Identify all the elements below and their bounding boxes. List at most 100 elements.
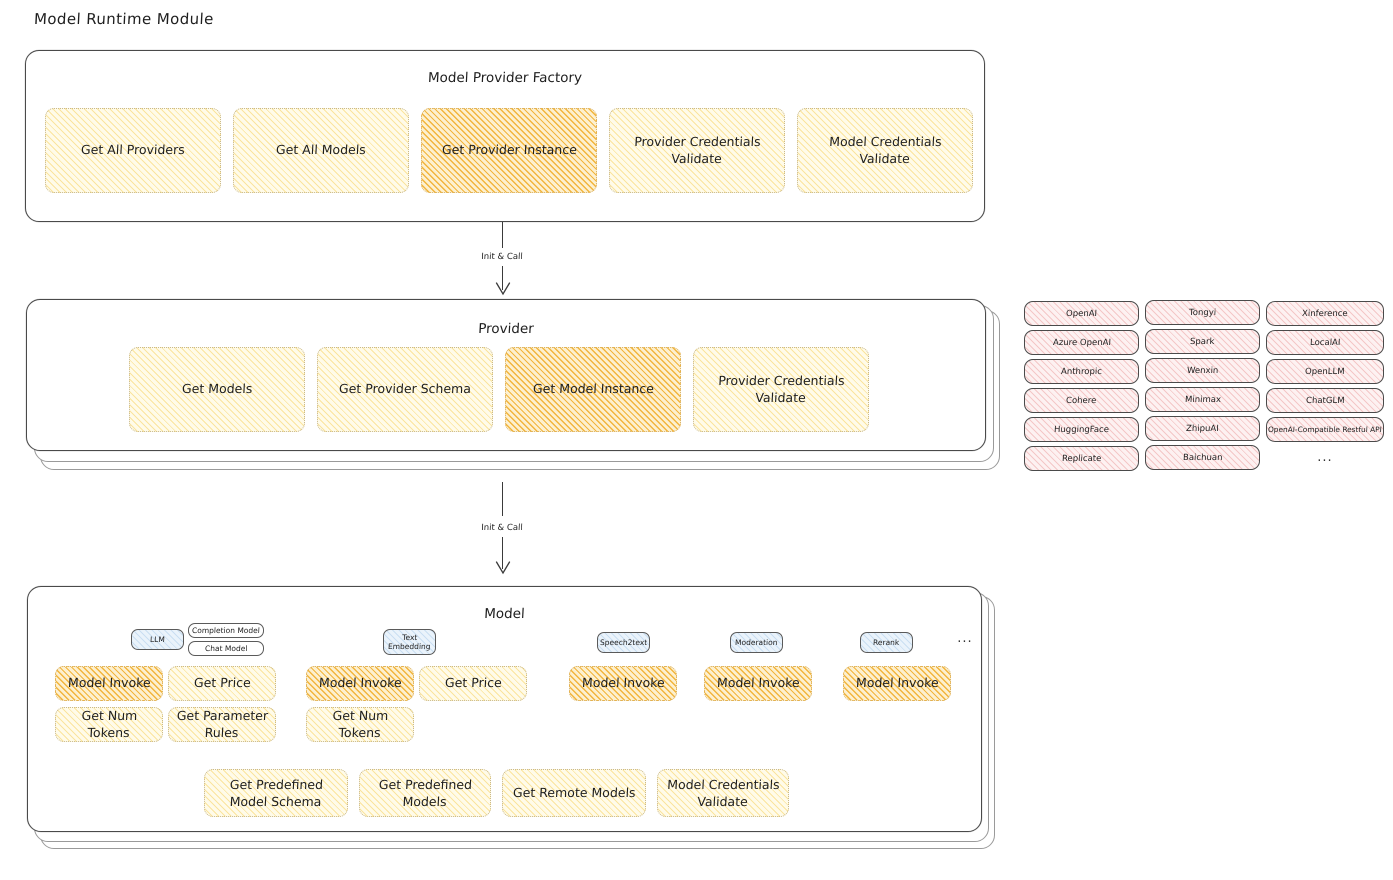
provider-chip-label: Minimax xyxy=(1184,394,1221,405)
provider-chip-label: ChatGLM xyxy=(1305,395,1345,406)
model-common-op-label: Get Predefined Model Schema xyxy=(229,776,324,809)
arrow-provider-to-model-line-lower xyxy=(502,537,504,569)
provider-chip-openai[interactable]: OpenAI xyxy=(1024,301,1139,326)
provider-chip-cohere[interactable]: Cohere xyxy=(1024,388,1139,413)
llm-op-get-price[interactable]: Get Price xyxy=(168,666,276,701)
provider-chip-label: Cohere xyxy=(1066,395,1097,406)
text-embedding-op-label: Get Price xyxy=(444,675,502,691)
provider-chip-label: Tongyi xyxy=(1188,307,1217,318)
speech2text-op-label: Model Invoke xyxy=(581,675,665,691)
factory-box-label: Get All Providers xyxy=(80,142,186,158)
arrow-factory-to-provider-line-upper xyxy=(502,222,504,248)
llm-op-label: Get Parameter Rules xyxy=(176,708,269,740)
model-type-chip-text-embedding[interactable]: Text Embedding xyxy=(383,629,436,655)
arrow-factory-to-provider-label: Init & Call xyxy=(480,252,524,262)
model-provider-factory-panel: Model Provider Factory Get All Providers… xyxy=(25,50,985,222)
llm-op-label: Get Price xyxy=(193,675,251,691)
provider-chip-openllm[interactable]: OpenLLM xyxy=(1266,359,1384,384)
rerank-op-model-invoke[interactable]: Model Invoke xyxy=(843,666,951,701)
provider-chip-label: OpenLLM xyxy=(1304,366,1346,377)
provider-chip-tongyi[interactable]: Tongyi xyxy=(1145,300,1260,325)
model-common-op-get-predefined-model-schema[interactable]: Get Predefined Model Schema xyxy=(204,769,348,817)
provider-chip-baichuan[interactable]: Baichuan xyxy=(1145,445,1260,470)
provider-chip-huggingface[interactable]: HuggingFace xyxy=(1024,417,1139,442)
model-subchip-completion-model[interactable]: Completion Model xyxy=(188,623,264,638)
model-panel: Model LLM Completion Model Chat Model Mo… xyxy=(27,586,982,832)
llm-op-get-num-tokens[interactable]: Get Num Tokens xyxy=(55,707,163,742)
provider-chip-xinference[interactable]: Xinference xyxy=(1266,301,1384,326)
factory-box-provider-credentials-validate[interactable]: Provider Credentials Validate xyxy=(609,108,785,193)
arrow-provider-to-model-head xyxy=(495,561,511,575)
provider-chip-anthropic[interactable]: Anthropic xyxy=(1024,359,1139,384)
provider-chip-label: OpenAI xyxy=(1065,308,1098,319)
provider-chip-azure-openai[interactable]: Azure OpenAI xyxy=(1024,330,1139,355)
provider-chip-zhipuai[interactable]: ZhipuAI xyxy=(1145,416,1260,441)
factory-box-label: Model Credentials Validate xyxy=(828,134,943,166)
provider-box-provider-credentials-validate[interactable]: Provider Credentials Validate xyxy=(693,347,869,432)
model-type-chip-label: Rerank xyxy=(873,637,900,647)
factory-box-get-provider-instance[interactable]: Get Provider Instance xyxy=(421,108,597,193)
model-types-more: ... xyxy=(957,631,973,646)
provider-box-label: Get Provider Schema xyxy=(338,381,472,397)
arrow-provider-to-model-line-upper xyxy=(502,482,504,516)
provider-chip-wenxin[interactable]: Wenxin xyxy=(1145,358,1260,383)
model-common-op-label: Get Predefined Models xyxy=(378,776,473,809)
model-type-chip-speech2text[interactable]: Speech2text xyxy=(597,632,650,653)
model-panel-title: Model xyxy=(483,606,526,622)
provider-chip-openai-compatible-restful-api[interactable]: OpenAI-Compatible Restful API xyxy=(1266,417,1384,442)
speech2text-op-model-invoke[interactable]: Model Invoke xyxy=(569,666,677,701)
provider-box-get-model-instance[interactable]: Get Model Instance xyxy=(505,347,681,432)
model-common-op-get-predefined-models[interactable]: Get Predefined Models xyxy=(359,769,491,817)
provider-chip-spark[interactable]: Spark xyxy=(1145,329,1260,354)
factory-box-label: Provider Credentials Validate xyxy=(633,134,762,166)
arrow-provider-to-model-label: Init & Call xyxy=(480,523,524,533)
provider-box-get-provider-schema[interactable]: Get Provider Schema xyxy=(317,347,493,432)
llm-op-label: Model Invoke xyxy=(67,675,151,691)
provider-chip-label: Wenxin xyxy=(1186,365,1219,376)
model-subchip-label: Chat Model xyxy=(204,644,248,653)
provider-chip-chatglm[interactable]: ChatGLM xyxy=(1266,388,1384,413)
text-embedding-op-label: Get Num Tokens xyxy=(332,708,389,740)
model-subchip-chat-model[interactable]: Chat Model xyxy=(188,641,264,656)
provider-box-label: Get Model Instance xyxy=(532,381,654,397)
provider-chip-label: Azure OpenAI xyxy=(1052,337,1111,348)
provider-chip-label: LocalAI xyxy=(1309,337,1341,348)
provider-chip-minimax[interactable]: Minimax xyxy=(1145,387,1260,412)
model-common-op-label: Model Credentials Validate xyxy=(666,776,781,809)
provider-panel-title: Provider xyxy=(477,321,535,337)
model-common-op-get-remote-models[interactable]: Get Remote Models xyxy=(502,769,646,817)
model-type-chip-llm[interactable]: LLM xyxy=(131,629,184,650)
moderation-op-model-invoke[interactable]: Model Invoke xyxy=(704,666,812,701)
provider-chip-label: Spark xyxy=(1190,336,1215,347)
factory-box-get-all-models[interactable]: Get All Models xyxy=(233,108,409,193)
llm-op-model-invoke[interactable]: Model Invoke xyxy=(55,666,163,701)
factory-box-model-credentials-validate[interactable]: Model Credentials Validate xyxy=(797,108,973,193)
llm-op-get-parameter-rules[interactable]: Get Parameter Rules xyxy=(168,707,276,742)
model-provider-factory-title: Model Provider Factory xyxy=(427,70,583,86)
model-type-chip-rerank[interactable]: Rerank xyxy=(860,632,913,653)
provider-chip-label: Baichuan xyxy=(1182,452,1223,463)
text-embedding-op-get-num-tokens[interactable]: Get Num Tokens xyxy=(306,707,414,742)
model-type-chip-moderation[interactable]: Moderation xyxy=(730,632,783,653)
arrow-factory-to-provider-head xyxy=(495,282,511,296)
provider-box-label: Get Models xyxy=(181,381,253,397)
page-title: Model Runtime Module xyxy=(33,10,215,28)
provider-chip-label: ZhipuAI xyxy=(1185,423,1220,434)
provider-panel: Provider Get Models Get Provider Schema … xyxy=(26,299,986,451)
model-common-op-model-credentials-validate[interactable]: Model Credentials Validate xyxy=(657,769,789,817)
model-type-chip-label: Moderation xyxy=(735,637,778,647)
text-embedding-op-get-price[interactable]: Get Price xyxy=(419,666,527,701)
text-embedding-op-model-invoke[interactable]: Model Invoke xyxy=(306,666,414,701)
model-common-op-label: Get Remote Models xyxy=(512,784,636,800)
moderation-op-label: Model Invoke xyxy=(716,675,800,691)
provider-chip-localai[interactable]: LocalAI xyxy=(1266,330,1384,355)
provider-chip-label: HuggingFace xyxy=(1053,424,1110,435)
provider-box-get-models[interactable]: Get Models xyxy=(129,347,305,432)
provider-chip-label: Anthropic xyxy=(1060,366,1103,377)
rerank-op-label: Model Invoke xyxy=(855,675,939,691)
provider-list-more: ... xyxy=(1317,450,1333,465)
factory-box-get-all-providers[interactable]: Get All Providers xyxy=(45,108,221,193)
provider-chip-label: OpenAI-Compatible Restful API xyxy=(1267,425,1383,434)
provider-chip-replicate[interactable]: Replicate xyxy=(1024,446,1139,471)
